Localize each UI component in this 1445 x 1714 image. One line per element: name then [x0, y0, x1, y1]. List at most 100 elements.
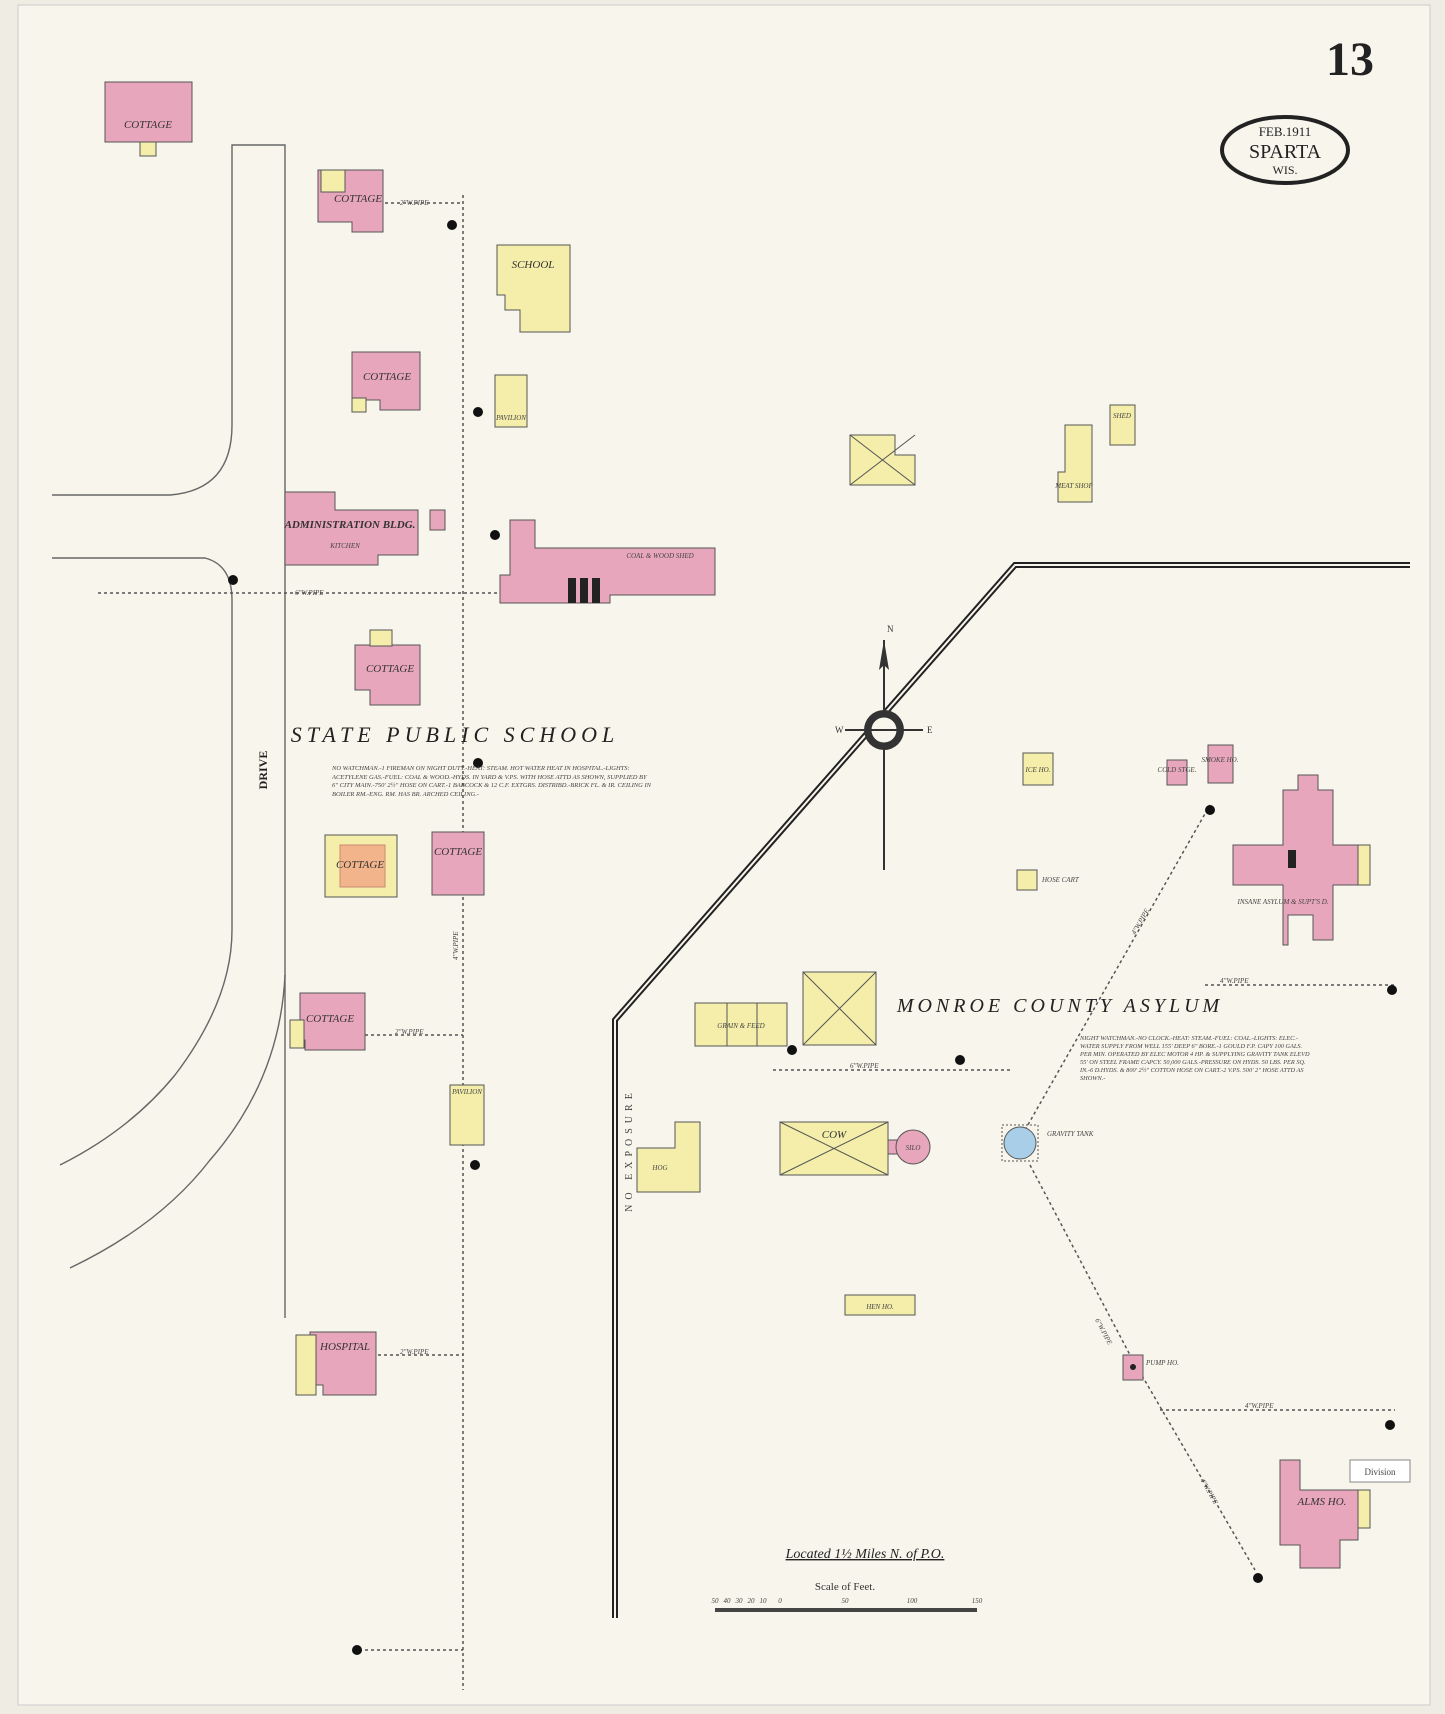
water-pipes	[98, 195, 1395, 1690]
scale-tick: 30	[735, 1597, 744, 1605]
school-label: SCHOOL	[512, 259, 555, 271]
scale-bar: Scale of Feet. 50 40 30 20 10 0 50 100 1…	[712, 1581, 983, 1612]
hose-cart-label: HOSE CART	[1041, 876, 1080, 884]
hospital-label: HOSPITAL	[319, 1341, 370, 1353]
pump-ho-label: PUMP HO.	[1145, 1359, 1179, 1367]
division-label: Division	[1364, 1467, 1396, 1477]
location-note: Located 1½ Miles N. of P.O.	[785, 1547, 945, 1562]
cold-stge-label: COLD STGE.	[1158, 766, 1197, 774]
pipe-label-5: 2"W.PIPE	[400, 1348, 429, 1356]
compass-w: W	[835, 725, 844, 735]
building-alms-house: Division ALMS HO.	[1279, 1459, 1411, 1569]
kitchen-label: KITCHEN	[329, 542, 360, 550]
admin-label: ADMINISTRATION BLDG.	[284, 519, 416, 531]
building-d-cottage: COTTAGE	[324, 834, 398, 898]
scale-tick: 150	[972, 1597, 983, 1605]
no-exposure-label: NO EXPOSURE	[624, 1088, 635, 1212]
meat-shop-label: MEAT SHOP	[1054, 482, 1093, 490]
silo-label: SILO	[906, 1144, 921, 1152]
drive-road	[52, 144, 286, 1318]
building-cow-barn: COW	[779, 1121, 889, 1176]
asylum-notes-box: NIGHT WATCHMAN.-NO CLOCK.-HEAT: STEAM.-F…	[1080, 1035, 1310, 1082]
alms-ho-label: ALMS HO.	[1297, 1496, 1347, 1508]
building-hen-house: HEN HO.	[844, 1294, 916, 1316]
building-e9	[849, 434, 916, 486]
pipe-label-1: 2"W.PIPE	[400, 199, 429, 207]
building-b-cottage: COTTAGE	[351, 351, 421, 413]
building-c-cottage: COTTAGE	[354, 629, 421, 706]
cow-label: COW	[822, 1129, 847, 1141]
scale-tick: 40	[724, 1597, 732, 1605]
scale-tick: 20	[748, 1597, 756, 1605]
building-pump-house: PUMP HO.	[1122, 1354, 1179, 1381]
e-cottage-label: COTTAGE	[306, 1013, 354, 1025]
a-cottage-label: COTTAGE	[334, 193, 382, 205]
building-b6-barn	[802, 971, 877, 1046]
ice-ho-label: ICE HO.	[1025, 766, 1051, 774]
asylum-label: INSANE ASYLUM & SUPT'S D.	[1236, 898, 1328, 906]
state-school-title: STATE PUBLIC SCHOOL	[291, 722, 619, 747]
scale-tick: 10	[760, 1597, 768, 1605]
property-boundary-inner	[614, 564, 1410, 1618]
school-notes-box: NO WATCHMAN.-1 FIREMAN ON NIGHT DUTY.-HE…	[332, 765, 651, 798]
building-insane-asylum: INSANE ASYLUM & SUPT'S D.	[1232, 774, 1371, 946]
drive-label: DRIVE	[256, 751, 270, 790]
map-paper	[17, 4, 1431, 1706]
building-grain-feed: GRAIN & FEED	[694, 1002, 788, 1047]
pipe-label-3: 4"W.PIPE	[452, 931, 460, 960]
smoke-ho-label: SMOKE HO.	[1202, 756, 1239, 764]
building-service-complex: COAL & WOOD SHED	[499, 519, 716, 604]
building-shed: SHED	[1109, 404, 1136, 446]
pipe-label-2: 6"W.PIPE	[295, 589, 324, 597]
pipe-label-10: 4"W.PIPE	[1245, 1402, 1274, 1410]
coal-shed-label: COAL & WOOD SHED	[626, 552, 693, 560]
county-asylum-title: MONROE COUNTY ASYLUM	[896, 995, 1223, 1017]
building-school: SCHOOL	[496, 244, 571, 333]
building-g-cottage: COTTAGE	[431, 831, 485, 896]
hydrants	[228, 220, 1397, 1655]
building-meat-shop: MEAT SHOP	[1054, 424, 1093, 503]
pavilion-2-label: PAVILION	[451, 1088, 482, 1096]
sheet-number: 13	[1326, 33, 1374, 86]
b-cottage-label: COTTAGE	[363, 371, 411, 383]
compass-rose: N E W	[835, 624, 933, 870]
building-administration: ADMINISTRATION BLDG. KITCHEN	[284, 491, 446, 566]
hen-ho-label: HEN HO.	[865, 1303, 894, 1311]
building-e-cottage: COTTAGE	[289, 992, 366, 1051]
building-f-cottage: COTTAGE	[104, 81, 193, 157]
gravity-tank: GRAVITY TANK	[1001, 1124, 1094, 1162]
pipe-label-8: 6"W.PIPE	[850, 1062, 879, 1070]
d-cottage-label: COTTAGE	[336, 859, 384, 871]
scale-tick: 0	[778, 1597, 782, 1605]
g-cottage-label: COTTAGE	[434, 846, 482, 858]
building-pavilion-1: PAVILION	[494, 374, 528, 428]
gravity-tank-label: GRAVITY TANK	[1047, 1130, 1094, 1138]
compass-e: E	[927, 725, 933, 735]
hog-label: HOG	[651, 1164, 667, 1172]
scale-tick: 50	[842, 1597, 850, 1605]
building-pavilion-2: PAVILION	[449, 1084, 485, 1146]
building-hospital: HOSPITAL	[295, 1331, 377, 1396]
stamp-state: WIS.	[1273, 163, 1298, 177]
building-smoke-house: SMOKE HO.	[1202, 744, 1239, 784]
shed-label: SHED	[1113, 412, 1131, 420]
pipe-label-4: 2"W.PIPE	[395, 1028, 424, 1036]
building-hog: HOG	[636, 1121, 701, 1193]
building-silo: SILO	[887, 1129, 931, 1165]
pipe-label-6: 4"W.PIPE	[1220, 977, 1249, 985]
c-cottage-label: COTTAGE	[366, 663, 414, 675]
stamp-city: SPARTA	[1249, 141, 1322, 163]
building-cold-storage: COLD STGE.	[1158, 759, 1197, 786]
building-ice-house: ICE HO.	[1022, 752, 1054, 786]
school-notes: NO WATCHMAN.-1 FIREMAN ON NIGHT DUTY.-HE…	[332, 765, 651, 798]
grain-feed-label: GRAIN & FEED	[717, 1022, 764, 1030]
asylum-notes: NIGHT WATCHMAN.-NO CLOCK.-HEAT: STEAM.-F…	[1080, 1035, 1310, 1082]
pavilion-1-label: PAVILION	[495, 414, 526, 422]
date-stamp: FEB.1911 SPARTA WIS.	[1220, 115, 1350, 185]
scale-tick: 100	[907, 1597, 918, 1605]
f-cottage-label: COTTAGE	[124, 119, 172, 131]
stamp-date: FEB.1911	[1259, 124, 1312, 139]
building-hose-cart: HOSE CART	[1016, 869, 1080, 891]
building-a-cottage: COTTAGE	[317, 169, 384, 233]
